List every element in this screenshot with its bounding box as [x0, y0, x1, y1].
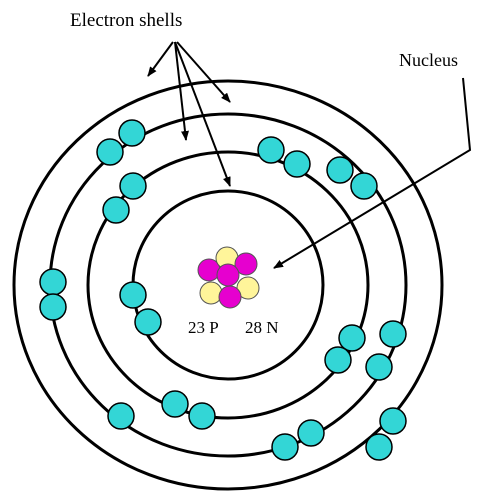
electron-4: [102, 196, 130, 224]
electron-3: [119, 172, 147, 200]
electron-10: [39, 293, 67, 321]
proton-count-label: 23 P: [188, 318, 219, 337]
electron-22: [379, 407, 407, 435]
arrow-to-second-shell: [174, 41, 189, 141]
electron-11: [119, 281, 147, 309]
electron-8: [350, 172, 378, 200]
electron-6: [283, 150, 311, 178]
electron-shells-label: Electron shells: [70, 10, 182, 31]
electron-23: [365, 433, 393, 461]
electron-19: [188, 402, 216, 430]
arrow-to-nucleus: [273, 77, 472, 269]
electron-12: [134, 308, 162, 336]
electron-1: [118, 119, 146, 147]
electron-20: [271, 433, 299, 461]
electron-17: [107, 402, 135, 430]
electron-21: [297, 419, 325, 447]
electron-9: [39, 268, 67, 296]
neutron-count-label: 28 N: [245, 318, 279, 337]
neutron-5: [199, 281, 223, 305]
electron-13: [338, 324, 366, 352]
proton-3: [234, 252, 258, 276]
arrow-to-third-shell: [176, 41, 231, 103]
electron-15: [379, 320, 407, 348]
electron-7: [326, 156, 354, 184]
arrow-to-outer-shell: [147, 41, 174, 77]
arrow-to-inner-shell: [174, 41, 231, 187]
nucleus-label: Nucleus: [399, 50, 458, 70]
proton-4: [216, 263, 240, 287]
pointer-arrows: [147, 41, 472, 269]
electrons: [39, 119, 407, 461]
electron-5: [257, 136, 285, 164]
electron-18: [161, 390, 189, 418]
electron-14: [324, 346, 352, 374]
electron-16: [365, 353, 393, 381]
nucleus: [197, 246, 260, 309]
second-shell: [86, 150, 370, 420]
outer-shell: [12, 79, 444, 491]
electron-2: [96, 138, 124, 166]
proton-7: [218, 285, 242, 309]
